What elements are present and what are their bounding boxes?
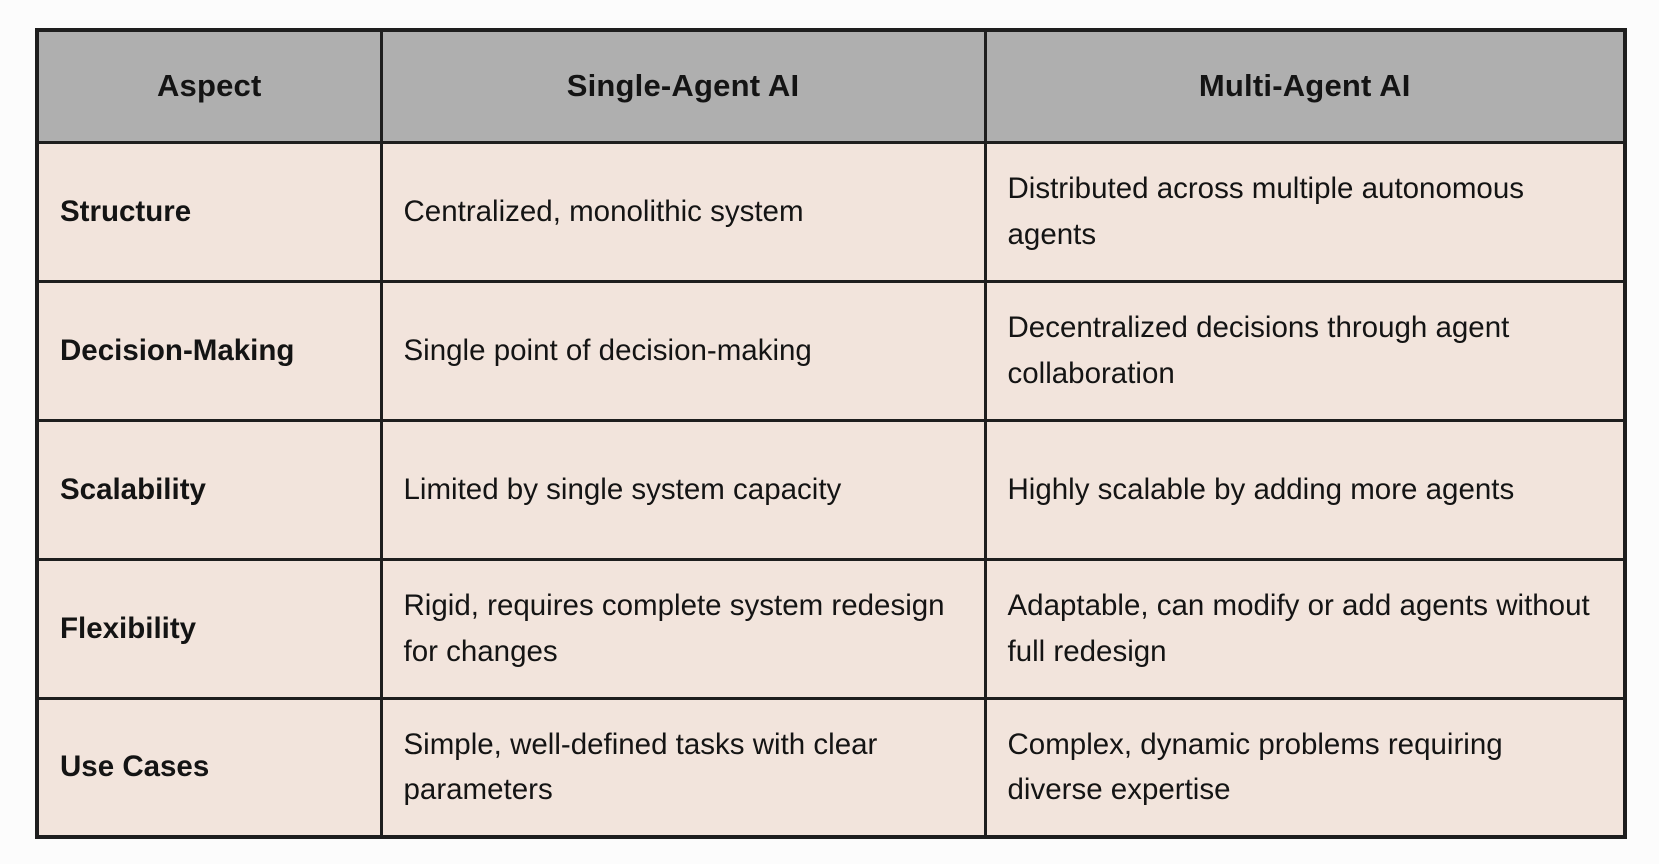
comparison-table-container: Aspect Single-Agent AI Multi-Agent AI St… <box>35 28 1627 839</box>
row-label-scalability: Scalability <box>35 418 383 561</box>
table-row-scalability: Scalability Limited by single system cap… <box>35 418 1627 561</box>
cell-scalability-multi-agent: Highly scalable by adding more agents <box>983 418 1627 561</box>
cell-flexibility-single-agent: Rigid, requires complete system redesign… <box>379 557 987 700</box>
table-row-decision-making: Decision-Making Single point of decision… <box>35 279 1627 422</box>
column-header-aspect: Aspect <box>35 28 383 144</box>
cell-flexibility-multi-agent: Adaptable, can modify or add agents with… <box>983 557 1627 700</box>
table-row-flexibility: Flexibility Rigid, requires complete sys… <box>35 557 1627 700</box>
row-label-structure: Structure <box>35 140 383 283</box>
table-row-structure: Structure Centralized, monolithic system… <box>35 140 1627 283</box>
row-label-use-cases: Use Cases <box>35 696 383 839</box>
column-header-single-agent: Single-Agent AI <box>379 28 987 144</box>
cell-structure-multi-agent: Distributed across multiple autonomous a… <box>983 140 1627 283</box>
cell-scalability-single-agent: Limited by single system capacity <box>379 418 987 561</box>
table-row-use-cases: Use Cases Simple, well-defined tasks wit… <box>35 696 1627 839</box>
cell-structure-single-agent: Centralized, monolithic system <box>379 140 987 283</box>
cell-use-cases-multi-agent: Complex, dynamic problems requiring dive… <box>983 696 1627 839</box>
column-header-multi-agent: Multi-Agent AI <box>983 28 1627 144</box>
row-label-flexibility: Flexibility <box>35 557 383 700</box>
row-label-decision-making: Decision-Making <box>35 279 383 422</box>
cell-use-cases-single-agent: Simple, well-defined tasks with clear pa… <box>379 696 987 839</box>
cell-decision-making-single-agent: Single point of decision-making <box>379 279 987 422</box>
comparison-table: Aspect Single-Agent AI Multi-Agent AI St… <box>35 28 1627 839</box>
header-row: Aspect Single-Agent AI Multi-Agent AI <box>35 28 1627 144</box>
cell-decision-making-multi-agent: Decentralized decisions through agent co… <box>983 279 1627 422</box>
